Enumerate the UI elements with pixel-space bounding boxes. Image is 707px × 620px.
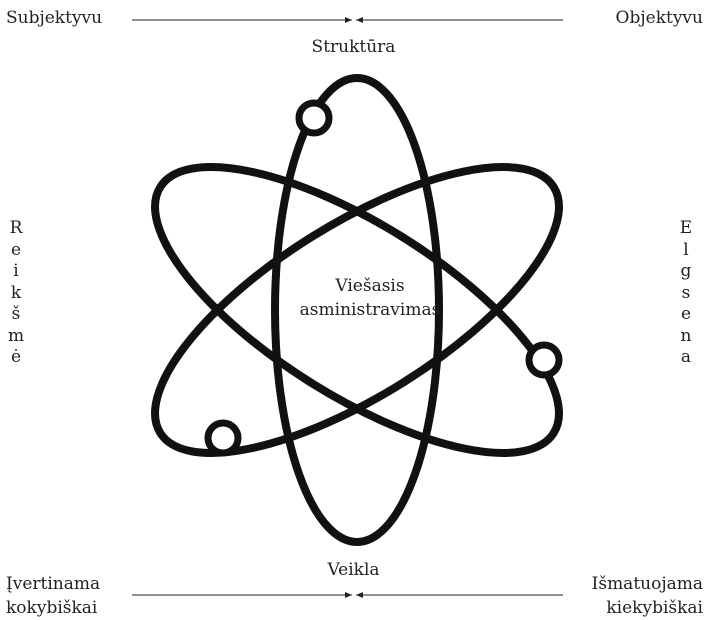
vertical-letter: e: [674, 304, 698, 326]
vertical-letter: l: [674, 240, 698, 262]
vertical-letter: k: [4, 283, 28, 305]
label-ivertinama: Įvertinama: [6, 572, 100, 596]
label-ivertinama-kokybiskai: Įvertinama kokybiškai: [6, 572, 100, 620]
vertical-letter: g: [674, 261, 698, 283]
electron-right: [529, 345, 559, 375]
label-ismatuojama: Išmatuojama: [592, 572, 703, 596]
vertical-letter: ė: [4, 347, 28, 369]
label-struktura: Struktūra: [0, 37, 707, 57]
vertical-letter: e: [4, 240, 28, 262]
vertical-letter: š: [4, 304, 28, 326]
label-kiekybiskai: kiekybiškai: [592, 596, 703, 620]
vertical-letter: m: [4, 326, 28, 348]
center-label: Viešasis asministravimas: [250, 274, 490, 322]
label-ismatuojama-kiekybiskai: Išmatuojama kiekybiškai: [592, 572, 703, 620]
label-elgsena-vertical: E l g s e n a: [674, 218, 698, 369]
vertical-letter: E: [674, 218, 698, 240]
electron-bottom-left: [208, 423, 238, 453]
vertical-letter: R: [4, 218, 28, 240]
label-reiksme-vertical: R e i k š m ė: [4, 218, 28, 369]
center-label-line1: Viešasis: [250, 274, 490, 298]
vertical-letter: n: [674, 326, 698, 348]
electron-top: [299, 103, 329, 133]
vertical-letter: a: [674, 347, 698, 369]
center-label-line2: asministravimas: [250, 298, 490, 322]
label-objektyvu: Objektyvu: [616, 8, 703, 28]
vertical-letter: s: [674, 283, 698, 305]
label-kokybiskai: kokybiškai: [6, 596, 100, 620]
label-subjektyvu: Subjektyvu: [6, 8, 102, 28]
vertical-letter: i: [4, 261, 28, 283]
